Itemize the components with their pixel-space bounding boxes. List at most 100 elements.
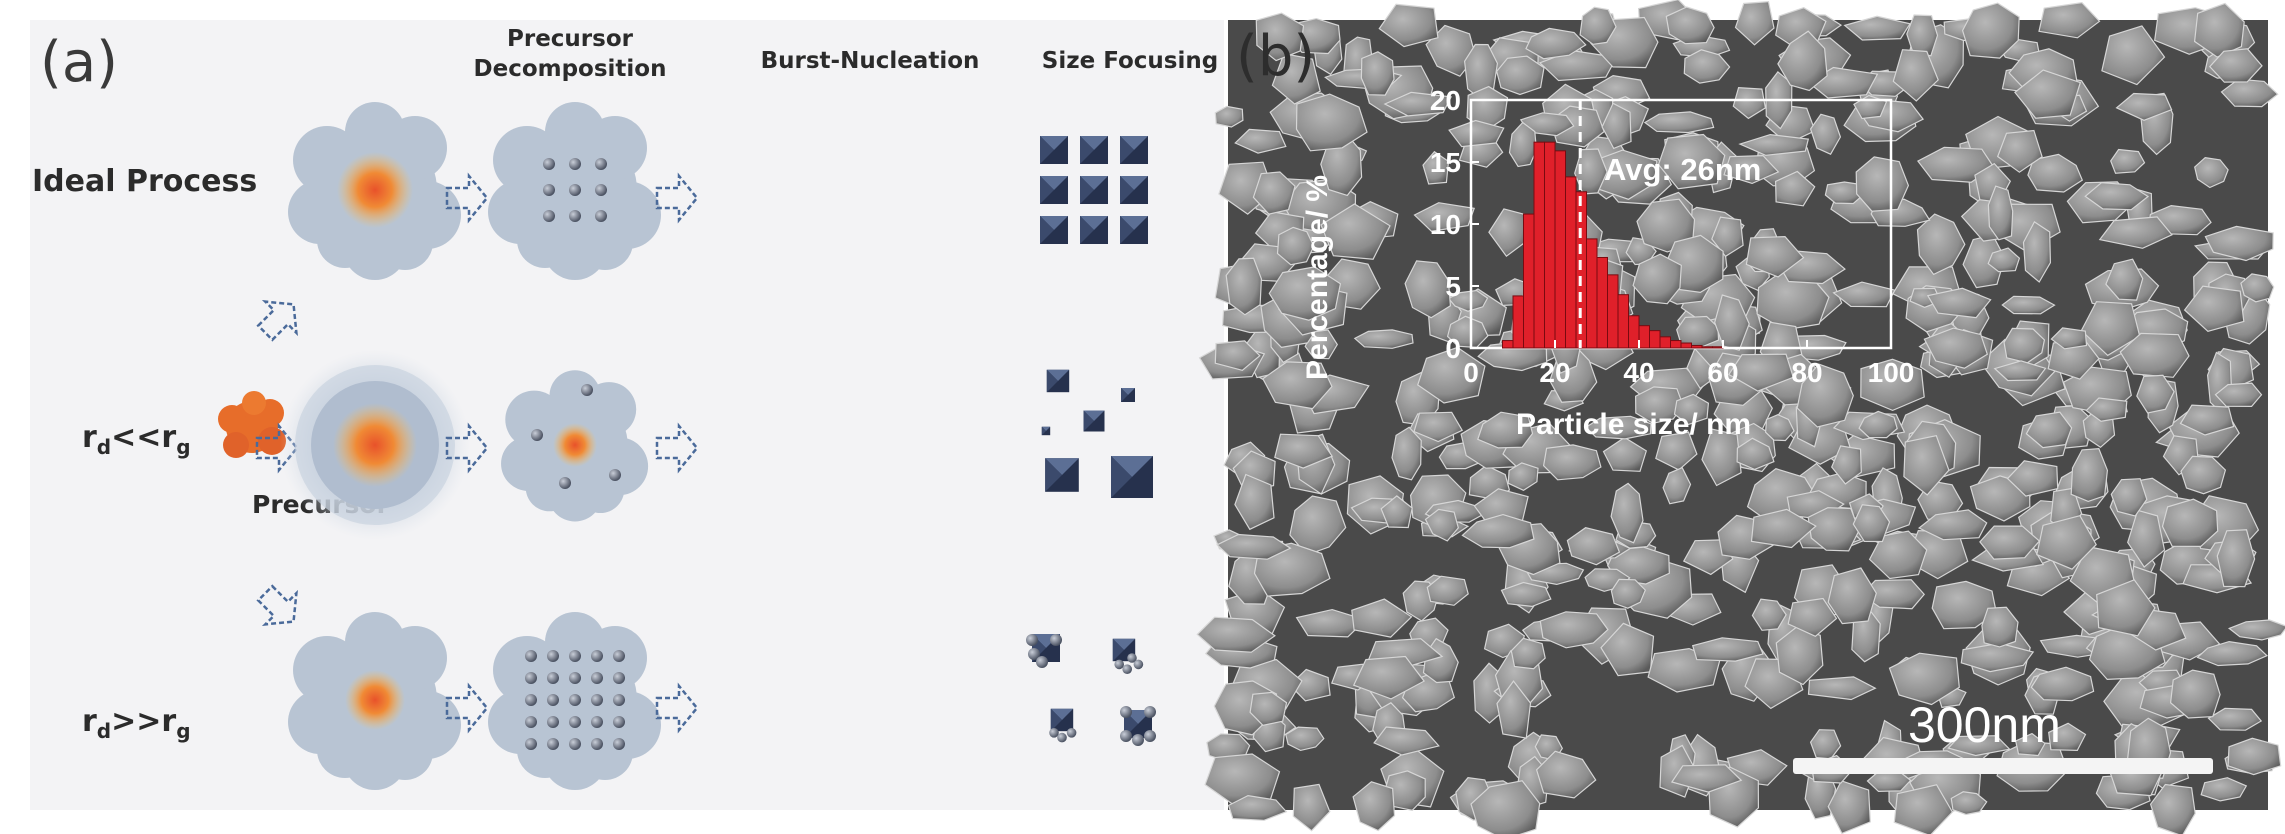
histogram-bar — [1712, 346, 1724, 349]
row2-sub-g: g — [176, 719, 191, 743]
sem-particle — [1610, 482, 1644, 544]
x-tick-label: 100 — [1868, 357, 1915, 388]
x-tick-label: 0 — [1463, 357, 1479, 388]
sem-particle — [2048, 722, 2087, 752]
y-tick-label: 10 — [1430, 209, 1461, 240]
sem-particle — [1539, 611, 1609, 649]
row2-op: >>r — [111, 704, 177, 739]
sem-particle — [1610, 578, 1647, 609]
sem-particle — [1632, 253, 1682, 305]
row-label-rd-less-than-rg: rd<<rg — [82, 420, 191, 459]
sem-particle — [2022, 221, 2052, 283]
sem-particle — [1234, 128, 1287, 154]
sem-particle — [1426, 575, 1469, 606]
arrow-to-ideal — [248, 287, 311, 350]
row-label-rd-greater-than-rg: rd>>rg — [82, 704, 191, 743]
sem-particle — [1566, 527, 1621, 566]
sem-particle — [1858, 410, 1898, 439]
row-label-ideal-process: Ideal Process — [32, 164, 258, 199]
sem-particle — [1807, 676, 1877, 701]
sem-particle — [2014, 69, 2082, 119]
sem-particle — [1855, 156, 1910, 212]
sem-particle — [1268, 266, 1342, 321]
row1-r: r — [82, 420, 97, 455]
histogram-bar — [1670, 340, 1682, 349]
histogram-bar — [1607, 274, 1619, 349]
sem-particle — [1373, 726, 1440, 756]
sem-particle — [2110, 478, 2148, 517]
sem-particle — [1461, 513, 1535, 549]
middle-arrow-2 — [655, 424, 699, 472]
sem-particle — [1727, 353, 1795, 392]
sem-particle — [1960, 642, 2035, 673]
sem-particle — [1249, 691, 1288, 726]
sem-particle — [1750, 508, 1817, 549]
sem-particle — [1807, 507, 1860, 552]
sem-particle — [1888, 652, 1960, 706]
sem-particle — [1216, 533, 1292, 560]
sem-particle — [1906, 14, 1939, 57]
sem-particle — [1673, 393, 1710, 426]
sem-particle — [1701, 428, 1742, 487]
sem-particle — [1507, 462, 1539, 491]
sem-particle — [1665, 6, 1715, 45]
sem-particle — [2003, 327, 2046, 364]
sem-particle — [1777, 30, 1828, 92]
sem-particles — [1196, 0, 2285, 834]
panel-b-letter: (b) — [1236, 24, 1316, 89]
y-tick-label: 20 — [1430, 85, 1461, 116]
sem-particle — [1657, 133, 1726, 190]
sem-particle — [1404, 260, 1452, 319]
sem-particle — [1732, 86, 1767, 120]
histogram-bar — [1565, 176, 1577, 349]
sem-particle — [1987, 185, 2014, 241]
sem-particle — [1796, 363, 1854, 428]
sem-particle — [1262, 361, 1333, 410]
sem-particle — [1643, 111, 1715, 134]
sem-particle — [1923, 327, 1989, 369]
header-precursor-line1: Precursor — [507, 26, 633, 52]
sem-particle — [2136, 374, 2175, 414]
sem-particle — [1736, 437, 1775, 471]
sem-particle — [1413, 411, 1464, 443]
sem-particle — [2115, 92, 2173, 121]
sem-particle — [1947, 735, 2011, 757]
histogram-bar — [1533, 141, 1545, 349]
sem-particle — [2183, 285, 2245, 332]
sem-particle — [2200, 777, 2248, 802]
sem-particle — [1917, 509, 1988, 541]
y-tick-label: 5 — [1445, 271, 1461, 302]
sem-particle — [1636, 198, 1696, 253]
sem-particle — [1448, 119, 1505, 148]
scale-bar — [1793, 758, 2213, 774]
sem-particle — [1916, 213, 1966, 276]
sem-particle — [1320, 203, 1391, 260]
sem-particle — [1227, 794, 1288, 821]
sem-particle — [1832, 281, 1896, 308]
sem-particle — [2196, 640, 2268, 667]
histogram-bar — [1586, 238, 1598, 349]
sem-particle — [2119, 332, 2190, 378]
sem-particle — [1662, 466, 1692, 505]
sem-particle — [2110, 148, 2146, 174]
sem-particle — [1255, 12, 1305, 62]
sem-particle — [1987, 247, 2021, 273]
bottom-decomp-cloud — [288, 612, 461, 790]
sem-particle — [1292, 783, 1331, 832]
sem-particle — [1477, 411, 1534, 449]
sem-particle — [1274, 433, 1334, 469]
sem-particle — [1424, 508, 1459, 542]
histogram-bar — [1638, 325, 1650, 349]
sem-particle — [2015, 732, 2046, 757]
bottom-aggregates — [1026, 634, 1156, 746]
sem-particle — [1378, 3, 1439, 48]
sem-particle — [2179, 404, 2235, 436]
sem-particle — [1827, 567, 1877, 625]
histogram-bar — [1554, 150, 1566, 349]
header-size-focusing: Size Focusing — [1041, 48, 1219, 74]
histogram-bar — [1512, 295, 1524, 349]
sem-particle — [1745, 235, 1805, 278]
sem-particle — [2036, 515, 2097, 570]
middle-nucleation-cloud — [501, 370, 649, 522]
sem-particle — [1683, 49, 1731, 84]
